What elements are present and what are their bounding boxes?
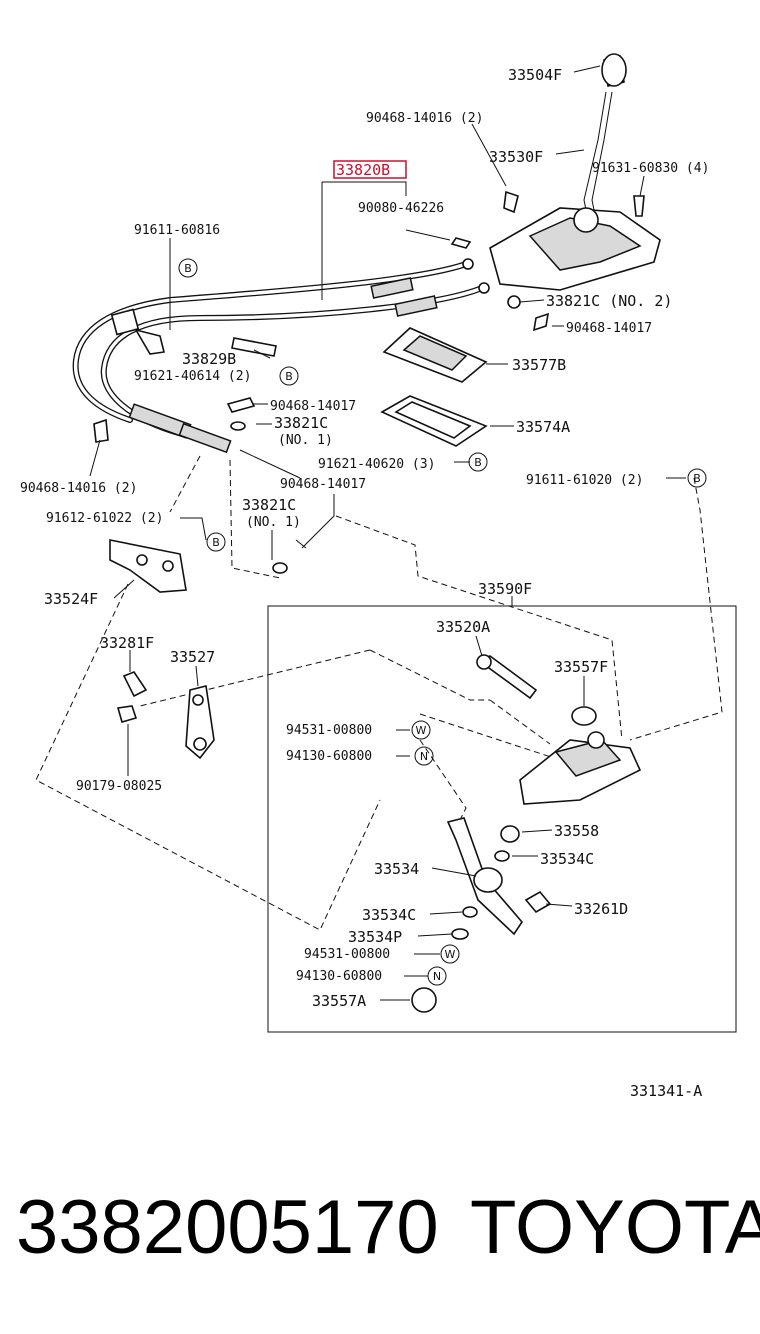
- label-33821C-c: 33821C: [242, 496, 296, 514]
- label-90179-08025: 90179-08025: [76, 779, 162, 794]
- label-33534C-a: 33534C: [540, 850, 594, 868]
- label-94130-60800-b: 94130-60800: [296, 969, 382, 984]
- label-33281F: 33281F: [100, 634, 154, 652]
- label-33520A: 33520A: [436, 618, 490, 636]
- label-33820B: 33820B: [336, 161, 390, 179]
- boxed-parts: [411, 654, 642, 1013]
- label-90468-14017-b: 90468-14017: [270, 399, 356, 414]
- ref-b-1: B: [184, 262, 192, 275]
- label-33577B: 33577B: [512, 356, 566, 374]
- boot-covers: [380, 327, 488, 447]
- ref-w-2: W: [445, 948, 456, 961]
- label-33530F: 33530F: [489, 148, 543, 166]
- label-33534: 33534: [374, 860, 419, 878]
- label-33557F: 33557F: [554, 658, 608, 676]
- label-33821C-no2: 33821C (NO. 2): [546, 292, 672, 310]
- label-33590F: 33590F: [478, 580, 532, 598]
- figure-code: 331341-A: [630, 1082, 702, 1100]
- upper-small-parts: [93, 337, 307, 593]
- label-33534P: 33534P: [348, 928, 402, 946]
- label-91611-60816: 91611-60816: [134, 223, 220, 238]
- label-91611-61020: 91611-61020 (2): [526, 473, 643, 488]
- ref-n-1: N: [420, 750, 428, 763]
- label-91612-61022: 91612-61022 (2): [46, 511, 163, 526]
- assembly-box: [267, 605, 737, 1033]
- label-90080-46226: 90080-46226: [358, 201, 444, 216]
- label-91621-40620: 91621-40620 (3): [318, 457, 435, 472]
- label-91631-60830: 91631-60830 (4): [592, 161, 709, 176]
- label-90468-14016-c: 90468-14016 (2): [20, 481, 137, 496]
- footer-part-number: 3382005170: [16, 1185, 439, 1270]
- label-no1-c: (NO. 1): [246, 515, 301, 530]
- label-91621-40614: 91621-40614 (2): [134, 369, 251, 384]
- label-no1-b: (NO. 1): [278, 433, 333, 448]
- label-33558: 33558: [554, 822, 599, 840]
- label-90468-14017-c: 90468-14017: [280, 477, 366, 492]
- ref-b-5: B: [212, 536, 220, 549]
- highlight-box: [333, 160, 407, 179]
- label-90468-14016: 90468-14016 (2): [366, 111, 483, 126]
- label-94531-00800-b: 94531-00800: [304, 947, 390, 962]
- shift-cables: [72, 258, 490, 454]
- label-33821C-b: 33821C: [274, 414, 328, 432]
- label-33524F: 33524F: [44, 590, 98, 608]
- ref-w-1: W: [416, 724, 427, 737]
- label-33574A: 33574A: [516, 418, 570, 436]
- label-94130-60800-a: 94130-60800: [286, 749, 372, 764]
- lower-left-parts: [116, 671, 215, 760]
- footer-brand: TOYOTA: [470, 1185, 760, 1270]
- reference-circles: B B B B B W N W N: [178, 258, 707, 986]
- ref-b-2: B: [285, 370, 293, 383]
- ref-b-3: B: [474, 456, 482, 469]
- label-90468-14017-a: 90468-14017: [566, 321, 652, 336]
- label-33534C-b: 33534C: [362, 906, 416, 924]
- label-33829B: 33829B: [182, 350, 236, 368]
- label-33527: 33527: [170, 648, 215, 666]
- part-labels: 33504F 90468-14016 (2) 33530F 91631-6083…: [20, 66, 709, 1100]
- label-33261D: 33261D: [574, 900, 628, 918]
- shift-lever-assembly: [450, 53, 661, 332]
- ref-n-2: N: [433, 970, 441, 983]
- dashed-reference-lines: [35, 455, 723, 931]
- ref-b-4: B: [693, 472, 701, 485]
- label-33557A: 33557A: [312, 992, 366, 1010]
- leader-lines: [89, 65, 686, 1001]
- label-94531-00800-a: 94531-00800: [286, 723, 372, 738]
- label-33504F: 33504F: [508, 66, 562, 84]
